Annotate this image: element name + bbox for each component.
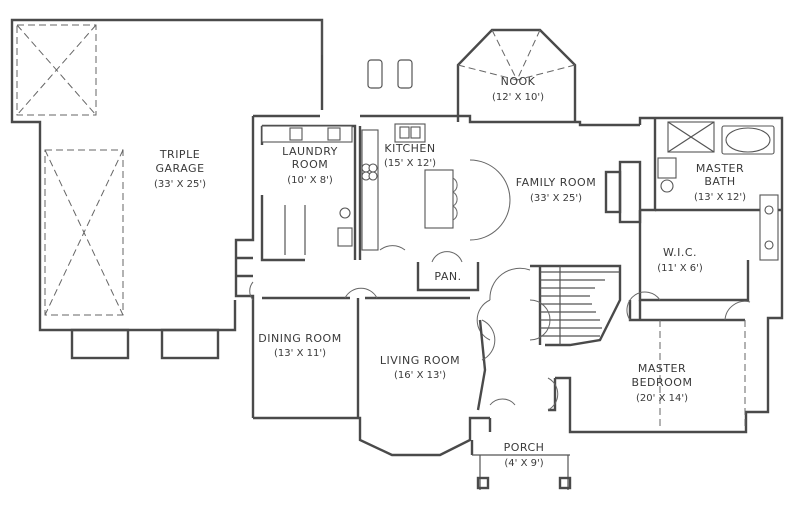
master-bath-label-2: BATH: [704, 175, 735, 188]
master-bath-dims: (13' X 12'): [694, 192, 746, 203]
master-bath-label-1: MASTER: [696, 162, 744, 175]
nook-bay: [456, 28, 577, 122]
laundry-walls: [260, 124, 357, 262]
master-bedroom-label-1: MASTER: [638, 362, 686, 375]
patio-posts: [367, 59, 413, 89]
garage-door-left: [16, 24, 97, 116]
garage-label-1: TRIPLE: [159, 148, 200, 161]
dining-living-walls: [262, 287, 496, 418]
family-label: FAMILY ROOM: [516, 176, 596, 189]
garage-label-2: GARAGE: [155, 162, 204, 175]
laundry-dims: (10' X 8'): [287, 175, 333, 186]
garage-walls: [10, 18, 324, 332]
laundry-label-2: ROOM: [292, 158, 328, 171]
porch: [472, 398, 572, 490]
garage-posts: [70, 328, 220, 360]
living-label: LIVING ROOM: [380, 354, 460, 367]
pantry-label: PAN.: [434, 270, 461, 283]
fireplace: [604, 160, 642, 224]
kitchen-fixtures: [358, 123, 511, 260]
porch-dims: (4' X 9'): [504, 458, 543, 469]
dining-dims: (13' X 11'): [274, 348, 326, 359]
garage-door-right: [44, 149, 124, 316]
wic-label: W.I.C.: [663, 246, 697, 259]
porch-label: PORCH: [504, 441, 545, 454]
kitchen-label: KITCHEN: [384, 142, 435, 155]
master-bedroom-walls: [547, 291, 751, 430]
staircase: [476, 264, 622, 347]
master-bedroom-dims: (20' X 14'): [636, 393, 688, 404]
wic-walls: [638, 210, 750, 320]
wic-dims: (11' X 6'): [657, 263, 703, 274]
kitchen-dims: (15' X 12'): [384, 158, 436, 169]
master-bedroom-label-2: BEDROOM: [632, 376, 693, 389]
pantry-walls: [416, 251, 480, 292]
master-bath-walls: [640, 118, 782, 261]
nook-dims: (12' X 10'): [492, 92, 544, 103]
entry-walls: [236, 256, 254, 301]
living-dims: (16' X 13'): [394, 370, 446, 381]
laundry-label-1: LAUNDRY: [282, 145, 338, 158]
house-outer-walls: [234, 114, 784, 457]
nook-label: NOOK: [501, 75, 536, 88]
family-dims: (33' X 25'): [530, 193, 582, 204]
garage-dims: (33' X 25'): [154, 179, 206, 190]
dining-label: DINING ROOM: [258, 332, 341, 345]
